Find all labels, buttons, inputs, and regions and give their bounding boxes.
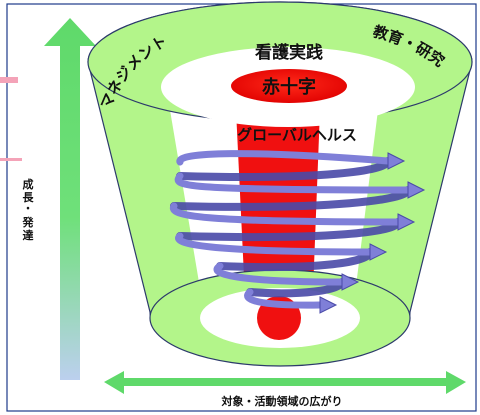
pink-bar-bottom (0, 158, 22, 161)
spiral-arrowheads (319, 152, 426, 314)
label-x-axis: 対象・活動領域の広がり (221, 394, 343, 408)
label-y-axis-bottom: 発達 (22, 216, 34, 242)
label-global-health: グローバルヘルス (237, 126, 357, 144)
label-red-cross: 赤十字 (262, 76, 316, 98)
label-nursing-practice: 看護実践 (254, 42, 323, 63)
expansion-arrow (104, 371, 466, 394)
label-y-axis: 成長 ・ 発達 (18, 178, 38, 242)
growth-arrow (44, 18, 96, 380)
label-y-axis-top: 成長 (22, 178, 34, 204)
label-y-axis-separator: ・ (23, 204, 33, 215)
spiral-front (169, 150, 412, 309)
pink-bar-top (0, 77, 18, 83)
red-cross-oval (231, 69, 347, 103)
